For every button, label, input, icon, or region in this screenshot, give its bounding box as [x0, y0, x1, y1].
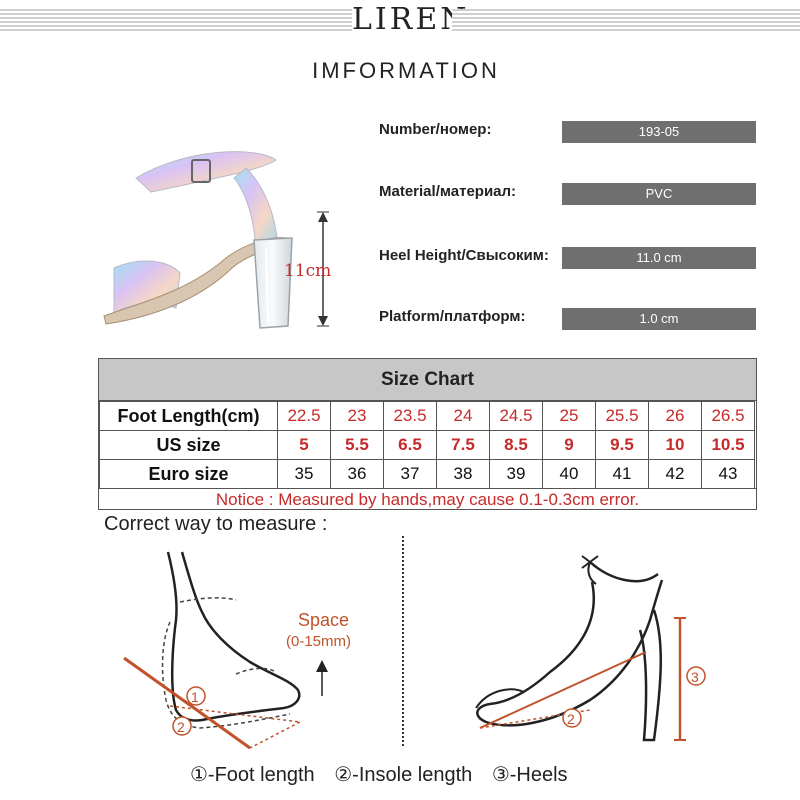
insole-length-line [123, 656, 251, 750]
info-label-heel-height: Heel Height/Свысоким: [379, 247, 549, 264]
table-cell: 9.5 [595, 430, 649, 460]
ankle-strap [589, 561, 659, 583]
marker-1-label: 1 [191, 689, 199, 705]
clear-heel [253, 237, 293, 329]
table-cell: 40 [542, 459, 596, 489]
foot-measure-diagram: 1 2 Space (0-15mm) [123, 551, 351, 750]
row-label: US size [99, 430, 278, 460]
table-cell: 25 [542, 401, 596, 431]
header-stripes-right [452, 9, 800, 31]
table-cell: 41 [595, 459, 649, 489]
table-cell: 6.5 [383, 430, 437, 460]
table-cell: 43 [701, 459, 755, 489]
table-cell: 35 [277, 459, 331, 489]
marker-2-icon [562, 708, 582, 728]
table-cell: 5.5 [330, 430, 384, 460]
bow-icon [581, 555, 599, 585]
table-row-euro-size: Euro size 35 36 37 38 39 40 41 42 43 [99, 459, 755, 489]
info-value-number: 193-05 [562, 121, 756, 143]
table-cell: 8.5 [489, 430, 543, 460]
heel-counter [233, 167, 279, 249]
table-cell: 37 [383, 459, 437, 489]
table-cell: 24.5 [489, 401, 543, 431]
table-row-us-size: US size 5 5.5 6.5 7.5 8.5 9 9.5 10 10.5 [99, 430, 755, 460]
measure-legend: ①-Foot length ②-Insole length ③-Heels [190, 762, 650, 787]
row-label: Euro size [99, 459, 278, 489]
shoe-outline [476, 579, 664, 727]
heel [638, 609, 662, 742]
table-cell: 26.5 [701, 401, 755, 431]
legend-heels: ③-Heels [491, 764, 568, 786]
table-cell: 10 [648, 430, 702, 460]
marker-2-label: 2 [567, 711, 575, 727]
info-value-platform: 1.0 cm [562, 308, 756, 330]
marker-3-icon [686, 666, 706, 686]
marker-2-icon [172, 716, 192, 736]
table-row-foot-length: Foot Length(cm) 22.5 23 23.5 24 24.5 25 … [99, 401, 755, 431]
table-cell: 5 [277, 430, 331, 460]
measure-heading: Correct way to measure : [104, 513, 328, 535]
table-cell: 39 [489, 459, 543, 489]
info-label-number: Number/номер: [379, 121, 492, 138]
info-label-material: Material/материал: [379, 183, 517, 200]
insole-length-line [479, 651, 647, 729]
table-cell: 23 [330, 401, 384, 431]
table-cell: 7.5 [436, 430, 490, 460]
header-stripes-left [0, 9, 352, 31]
info-value-material: PVC [562, 183, 756, 205]
sandal-outline [161, 621, 291, 729]
table-cell: 26 [648, 401, 702, 431]
info-value-heel-height: 11.0 cm [562, 247, 756, 269]
space-label: Space [298, 610, 349, 630]
heel-dimension-label: 11cm [284, 261, 331, 281]
table-cell: 23.5 [383, 401, 437, 431]
table-cell: 36 [330, 459, 384, 489]
table-cell: 22.5 [277, 401, 331, 431]
size-chart: Size Chart Foot Length(cm) 22.5 23 23.5 … [98, 358, 757, 510]
foot-outline [166, 551, 301, 722]
table-cell: 24 [436, 401, 490, 431]
legend-foot-length: ①-Foot length [190, 764, 315, 786]
legend-insole-length: ②-Insole length [334, 764, 473, 786]
space-range: (0-15mm) [286, 633, 351, 650]
product-image: 11cm [103, 151, 331, 329]
brand-logo: LIREN [352, 2, 470, 37]
page-title: IMFORMATION [312, 58, 500, 83]
marker-1-icon [186, 686, 206, 706]
table-cell: 42 [648, 459, 702, 489]
info-label-platform: Platform/платформ: [379, 308, 526, 325]
header: LIREN [0, 0, 800, 50]
size-chart-title: Size Chart [99, 359, 756, 401]
marker-2-label: 2 [177, 719, 185, 735]
marker-3-label: 3 [691, 669, 699, 685]
size-chart-notice: Notice : Measured by hands,may cause 0.1… [99, 488, 756, 510]
table-cell: 38 [436, 459, 490, 489]
table-cell: 25.5 [595, 401, 649, 431]
buckle-icon [191, 159, 211, 183]
heel-measure-diagram: 2 3 [475, 555, 706, 742]
table-cell: 10.5 [701, 430, 755, 460]
size-table: Foot Length(cm) 22.5 23 23.5 24 24.5 25 … [99, 401, 755, 489]
row-label: Foot Length(cm) [99, 401, 278, 431]
table-cell: 9 [542, 430, 596, 460]
divider [402, 536, 404, 746]
